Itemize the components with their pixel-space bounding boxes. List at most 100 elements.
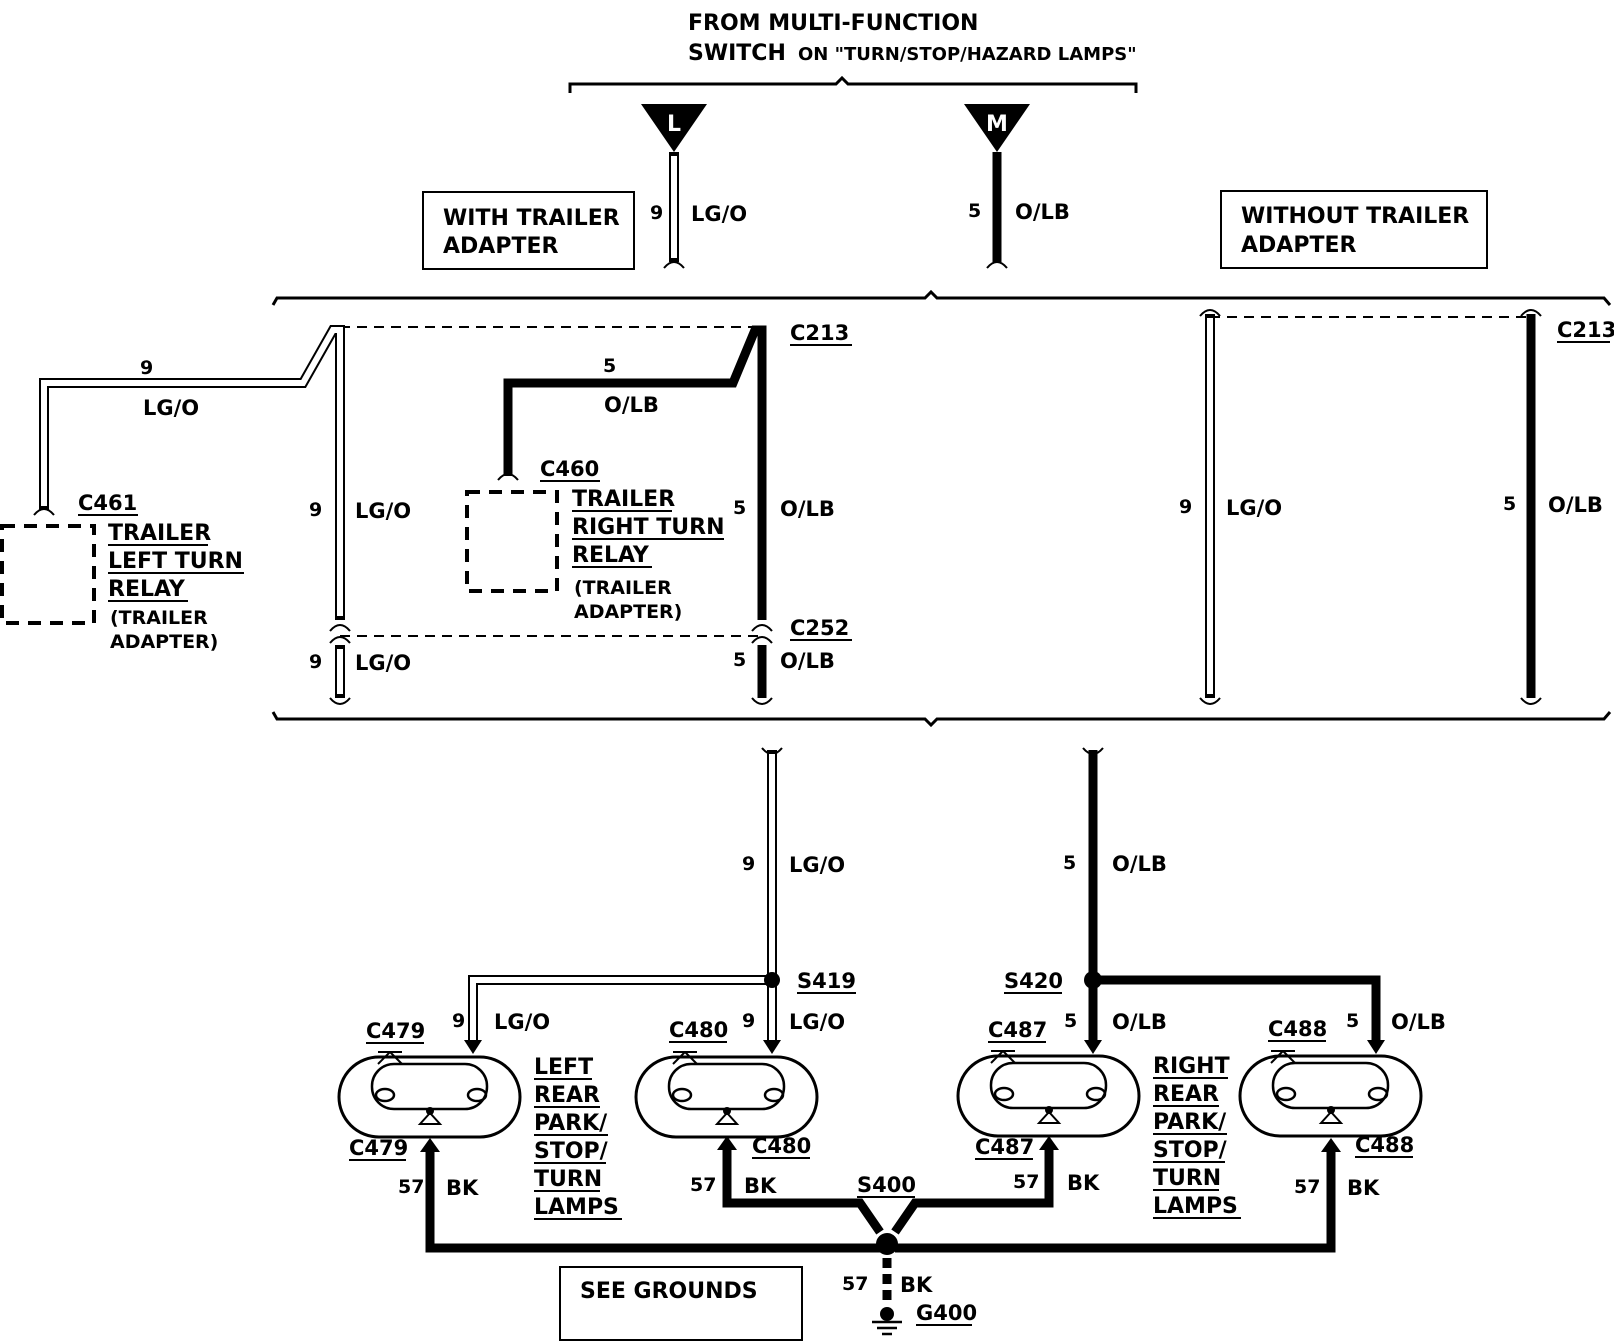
- bk-c480-circuit: 57: [690, 1174, 716, 1196]
- pin-l: L: [641, 104, 707, 152]
- left-relay-note-1: (TRAILER: [110, 607, 208, 629]
- without-trailer-text-2: ADAPTER: [1241, 233, 1356, 258]
- bk-c487-circuit: 57: [1013, 1171, 1039, 1193]
- right-relay-note-1: (TRAILER: [574, 577, 672, 599]
- c480-label-bottom: C480: [752, 1134, 811, 1158]
- with-trailer-text-1: WITH TRAILER: [443, 206, 620, 231]
- wire-olb-trunk-color: O/LB: [1112, 852, 1167, 876]
- left-relay-line-2: LEFT TURN: [108, 549, 243, 574]
- wire-lgo-c480-circuit: 9: [742, 1010, 755, 1032]
- wire-lgo-top-color: LG/O: [691, 202, 747, 226]
- right-relay-line-2: RIGHT TURN: [572, 515, 725, 540]
- wire-lgo-horizontal-circuit: 9: [140, 357, 153, 379]
- left-lamps-line-6: LAMPS: [534, 1195, 619, 1220]
- c487-label-top: C487: [988, 1018, 1047, 1042]
- wire-lgo-without-circuit: 9: [1179, 496, 1192, 518]
- lamp-c480: [634, 1051, 819, 1139]
- wire-lgo-vertical-color: LG/O: [355, 499, 411, 523]
- left-relay-line-3: RELAY: [108, 577, 186, 602]
- right-lamps-line-1: RIGHT: [1153, 1054, 1230, 1079]
- right-lamps-line-3: PARK/: [1153, 1110, 1227, 1135]
- wire-olb-c487-color: O/LB: [1112, 1010, 1167, 1034]
- s400-label: S400: [857, 1173, 916, 1197]
- wire-olb-horizontal-color: O/LB: [604, 393, 659, 417]
- pin-l-label: L: [667, 112, 681, 137]
- option-brace-bottom: [271, 711, 1612, 728]
- right-relay-note-2: ADAPTER): [574, 601, 682, 623]
- see-grounds-box: SEE GROUNDS: [559, 1266, 803, 1341]
- wire-lgo-vertical-circuit: 9: [309, 499, 322, 521]
- pin-m: M: [964, 104, 1030, 152]
- wire-olb-trunk: 5 O/LB: [1063, 747, 1167, 980]
- left-relay-note-2: ADAPTER): [110, 631, 218, 653]
- wire-lgo-trunk: 9 LG/O: [742, 747, 845, 980]
- trailer-left-turn-relay: TRAILER LEFT TURN RELAY (TRAILER ADAPTER…: [0, 521, 244, 653]
- s420-label: S420: [1004, 969, 1063, 993]
- trailer-right-turn-relay: TRAILER RIGHT TURN RELAY (TRAILER ADAPTE…: [465, 487, 725, 623]
- left-lamps-line-2: REAR: [534, 1083, 600, 1108]
- c461-label: C461: [78, 491, 137, 515]
- wire-lgo-left-relay: 9 LG/O 9 LG/O: [33, 325, 411, 632]
- c479-label-top: C479: [366, 1019, 425, 1043]
- c488-label-bottom: C488: [1355, 1133, 1414, 1157]
- ground-wires: 57 BK 57 BK 57 BK 57 BK 57 BK: [398, 1136, 1380, 1336]
- c213-label-left: C213: [790, 321, 849, 345]
- pin-m-label: M: [986, 112, 1008, 137]
- right-relay-line-3: RELAY: [572, 543, 650, 568]
- right-lamps-caption: RIGHT REAR PARK/ STOP/ TURN LAMPS: [1153, 1054, 1241, 1219]
- c488-label-top: C488: [1268, 1017, 1327, 1041]
- wire-olb-c488-circuit: 5: [1346, 1010, 1359, 1032]
- wire-olb-c252-circuit: 5: [733, 649, 746, 671]
- wire-lgo-top: 9 LG/O: [650, 152, 747, 269]
- wire-lgo-c252-color: LG/O: [355, 651, 411, 675]
- with-trailer-text-2: ADAPTER: [443, 234, 558, 259]
- left-lamps-line-1: LEFT: [534, 1055, 593, 1080]
- s420-dot: [1084, 971, 1102, 989]
- wire-lgo-without-color: LG/O: [1226, 496, 1282, 520]
- wire-olb-top-circuit: 5: [968, 200, 981, 222]
- left-lamps-line-5: TURN: [534, 1167, 602, 1192]
- wire-olb-trunk-circuit: 5: [1063, 852, 1076, 874]
- bk-c487-color: BK: [1067, 1171, 1100, 1195]
- wire-lgo-c480-color: LG/O: [789, 1010, 845, 1034]
- wire-olb-right-relay: 5 O/LB 5 O/LB: [497, 325, 835, 632]
- wire-olb-top: 5 O/LB: [968, 152, 1070, 269]
- right-lamps-line-6: LAMPS: [1153, 1194, 1238, 1219]
- c480-label-top: C480: [669, 1018, 728, 1042]
- c252-label: C252: [790, 616, 849, 640]
- without-trailer-text-1: WITHOUT TRAILER: [1241, 204, 1469, 229]
- right-relay-box: [465, 490, 559, 593]
- g400-label: G400: [916, 1301, 977, 1325]
- bk-ground-circuit: 57: [842, 1273, 868, 1295]
- source-header: FROM MULTI-FUNCTION SWITCH ON "TURN/STOP…: [568, 11, 1138, 93]
- left-lamps-caption: LEFT REAR PARK/ STOP/ TURN LAMPS: [534, 1055, 622, 1220]
- wire-lgo-c479-circuit: 9: [452, 1010, 465, 1032]
- wire-olb-c252-out: 5 O/LB: [733, 636, 835, 705]
- wire-lgo-without: 9 LG/O: [1179, 309, 1282, 705]
- wire-lgo-horizontal-color: LG/O: [143, 396, 199, 420]
- bk-ground-color: BK: [900, 1273, 933, 1297]
- wire-olb-without-circuit: 5: [1503, 493, 1516, 515]
- header-line-2b: ON "TURN/STOP/HAZARD LAMPS": [798, 44, 1137, 65]
- wire-lgo-c252-out: 9 LG/O: [309, 636, 411, 705]
- wire-olb-c487-circuit: 5: [1064, 1010, 1077, 1032]
- wire-lgo-c479-color: LG/O: [494, 1010, 550, 1034]
- lamp-c488: [1238, 1050, 1423, 1138]
- bk-c480-color: BK: [744, 1174, 777, 1198]
- wire-olb-top-color: O/LB: [1015, 200, 1070, 224]
- c487-label-bottom: C487: [975, 1135, 1034, 1159]
- right-relay-line-1: TRAILER: [572, 487, 675, 512]
- wire-olb-branches: 5 O/LB 5 O/LB: [1064, 971, 1446, 1054]
- wire-olb-vertical-circuit: 5: [733, 497, 746, 519]
- bk-c488-color: BK: [1347, 1176, 1380, 1200]
- right-lamps-line-2: REAR: [1153, 1082, 1219, 1107]
- left-relay-line-1: TRAILER: [108, 521, 211, 546]
- ground-symbol-ball: [880, 1307, 894, 1321]
- s419-label: S419: [797, 969, 856, 993]
- wire-lgo-trunk-circuit: 9: [742, 853, 755, 875]
- wire-olb-c488-color: O/LB: [1391, 1010, 1446, 1034]
- wire-olb-vertical-color: O/LB: [780, 497, 835, 521]
- left-lamps-line-4: STOP/: [534, 1139, 609, 1164]
- wire-lgo-top-circuit: 9: [650, 202, 663, 224]
